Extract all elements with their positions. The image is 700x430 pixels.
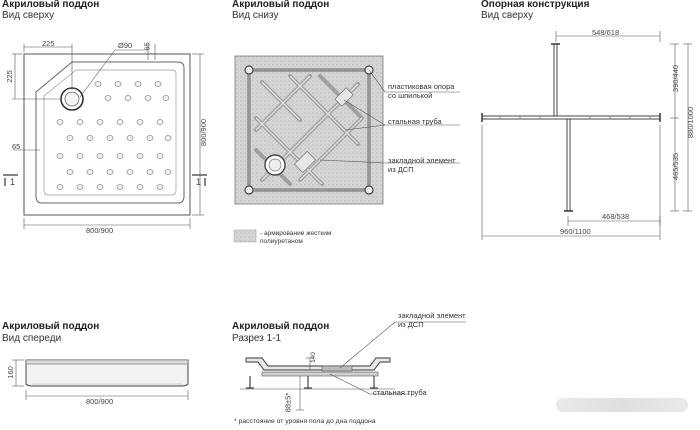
front-dim-width: 800/900 (86, 397, 114, 406)
callout-steel-tube: стальная труба (388, 117, 442, 126)
support-view-subtitle: Вид сверху (481, 10, 534, 21)
top-dim-width: 800/900 (86, 226, 114, 235)
callout-dsp-element: закладной элемент из ДСП (388, 156, 456, 174)
top-dim-side-offset: 225 (4, 70, 14, 83)
legend-polyurethane: - армирование жестким полиуретаном (260, 230, 332, 245)
top-view-subtitle: Вид сверху (2, 10, 55, 21)
section-dim-depth: 140 (309, 352, 317, 363)
support-dim-top: 548/618 (592, 28, 620, 37)
support-dim-bottom: 468/538 (602, 212, 630, 221)
bottom-view-subtitle: Вид снизу (232, 10, 279, 21)
top-dim-diameter: Ø90 (118, 41, 133, 50)
section-mark-left: 1 (10, 177, 16, 187)
front-view-title: Акриловый поддон (2, 321, 100, 332)
top-dim-left-offset: 225 (42, 39, 55, 48)
support-dim-right-total: 880/1000 (686, 106, 696, 139)
section-view-subtitle: Разрез 1-1 (232, 333, 282, 344)
support-dim-right-bottom: 465/535 (671, 152, 681, 181)
top-dim-drain: 65 (12, 142, 21, 151)
front-dim-height: 160 (5, 366, 15, 379)
top-view-title: Акриловый поддон (2, 0, 100, 10)
bottom-view-title: Акриловый поддон (232, 0, 330, 10)
section-callout-steel-tube: стальная труба (373, 388, 427, 397)
top-dim-height: 800/900 (199, 118, 209, 147)
section-dim-legs: 88±5* (283, 392, 293, 413)
section-view-drawing (240, 321, 466, 411)
section-footnote: * расстояние от уровня пола до дна поддо… (234, 418, 376, 425)
front-view-drawing (12, 359, 189, 400)
support-dim-total: 960/1100 (560, 227, 591, 236)
support-dim-right-top: 390/440 (671, 64, 681, 93)
section-callout-dsp: закладной элемент из ДСП (398, 311, 466, 329)
section-view-title: Акриловый поддон (232, 321, 330, 332)
section-mark-right: 1 (196, 177, 202, 187)
watermark (556, 398, 688, 412)
top-dim-corner: 65 (142, 42, 152, 51)
top-view-drawing (3, 44, 207, 229)
support-view-title: Опорная конструкция (481, 0, 590, 10)
bottom-view-drawing (233, 55, 460, 243)
callout-plastic-support: пластиковая опора со шпилькой (388, 82, 455, 100)
support-structure-drawing (481, 31, 692, 240)
front-view-subtitle: Вид спереди (2, 333, 62, 344)
